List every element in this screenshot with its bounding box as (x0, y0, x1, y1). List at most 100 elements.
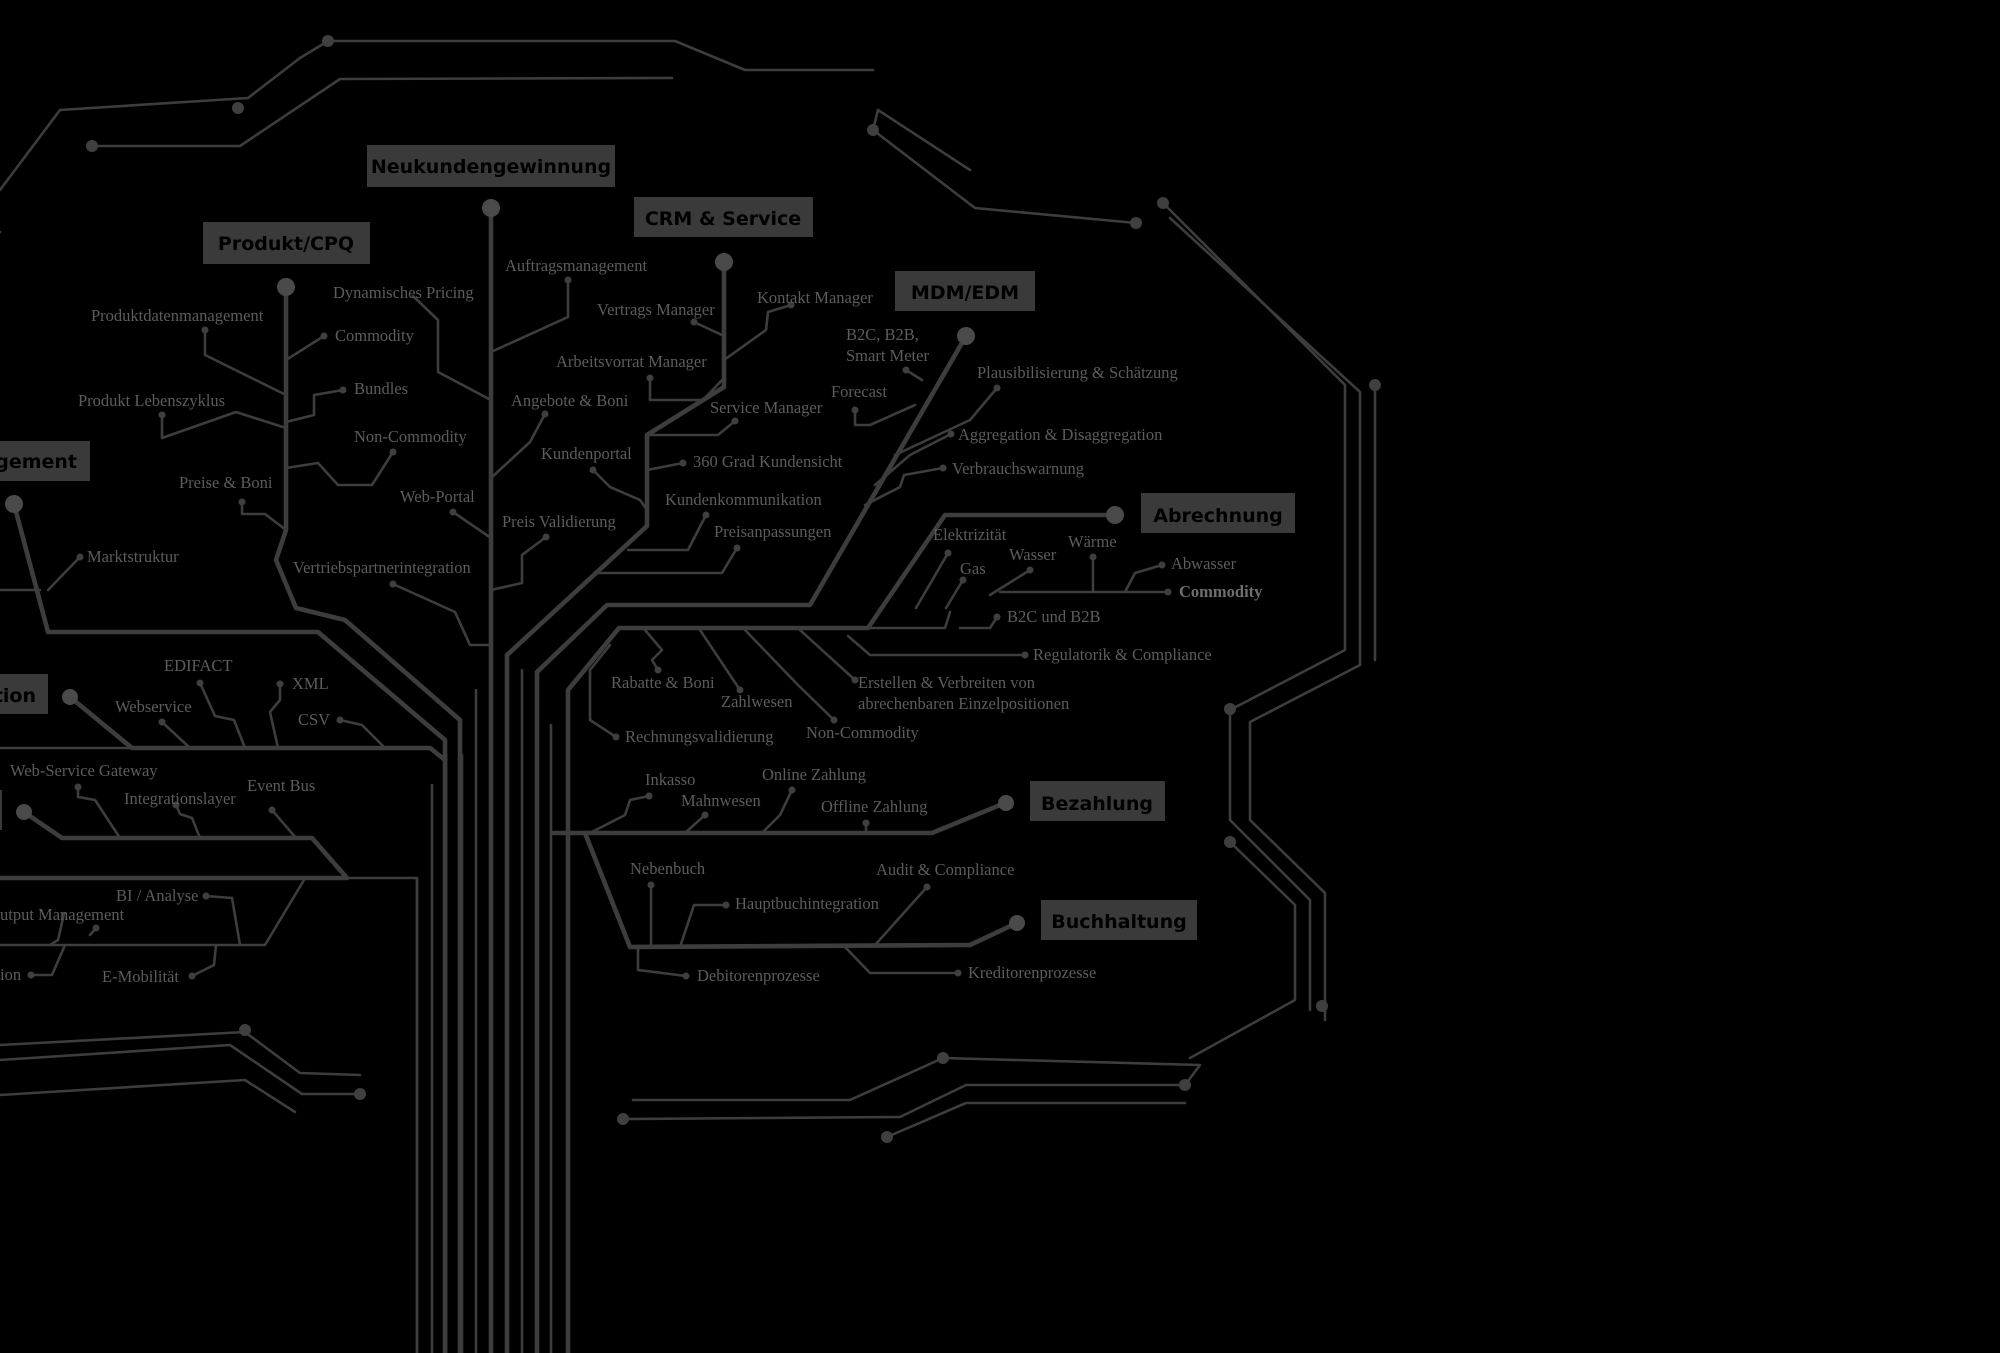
label-zahlwesen: Zahlwesen (721, 692, 792, 711)
label-b2c-und-b2b: B2C und B2B (1007, 607, 1101, 626)
label-bi-analyse: BI / Analyse (116, 886, 199, 905)
node-integration (62, 689, 78, 705)
module-box-integration-2 (0, 790, 2, 830)
label-dynamisches-pricing: Dynamisches Pricing (333, 283, 474, 302)
module-box-abrechnung: Abrechnung (1141, 493, 1295, 533)
label-gas: Gas (960, 559, 986, 578)
management-branches (0, 501, 448, 1353)
label-b2c-b2b: B2C, B2B, (846, 325, 919, 344)
label-waerme: Wärme (1068, 532, 1117, 551)
label-offline-zahlung: Offline Zahlung (821, 797, 927, 816)
label-preise-boni: Preise & Boni (179, 473, 273, 492)
module-box-crm-service: CRM & Service (634, 197, 813, 237)
outer-circuit-traces (0, 35, 1381, 1143)
label-service-manager: Service Manager (710, 398, 823, 417)
label-webservice: Webservice (115, 697, 192, 716)
node-management (5, 495, 23, 513)
label-smart-meter: Smart Meter (846, 346, 929, 365)
label-preisanpassungen: Preisanpassungen (714, 522, 831, 541)
label-arbeitsvorrat-manager: Arbeitsvorrat Manager (556, 352, 707, 371)
label-verbrauchswarnung: Verbrauchswarnung (952, 459, 1084, 478)
node-mdm (957, 327, 975, 345)
module-label: Buchhaltung (1051, 911, 1186, 933)
node-buchhaltung (1009, 915, 1025, 931)
label-non-commodity-2: Non-Commodity (806, 723, 920, 742)
label-erstellen-line1: Erstellen & Verbreiten von (858, 673, 1035, 692)
label-web-portal: Web-Portal (400, 487, 475, 506)
module-label: tion (0, 685, 36, 707)
node-neukunden (482, 199, 500, 217)
node-abrechnung (1106, 506, 1124, 524)
label-commodity: Commodity (335, 326, 415, 345)
label-mahnwesen: Mahnwesen (681, 791, 761, 810)
label-non-commodity: Non-Commodity (354, 427, 468, 446)
bezahlung-branches (550, 786, 1020, 980)
label-auftragsmanagement: Auftragsmanagement (505, 256, 647, 275)
trunk-traces (415, 205, 553, 1353)
label-nebenbuch: Nebenbuch (630, 859, 706, 878)
module-box-produkt-cpq: Produkt/CPQ (203, 222, 370, 264)
module-label: Abrechnung (1153, 505, 1283, 527)
module-label: Bezahlung (1041, 793, 1153, 815)
label-rechnungsvalidierung: Rechnungsvalidierung (625, 727, 773, 746)
label-vertriebspartnerintegration: Vertriebspartnerintegration (293, 558, 471, 577)
label-csv: CSV (298, 710, 330, 729)
label-erstellen-line2: abrechenbaren Einzelpositionen (858, 694, 1069, 713)
label-bundles: Bundles (354, 379, 408, 398)
module-box-buchhaltung: Buchhaltung (1041, 900, 1197, 940)
label-rabatte-boni: Rabatte & Boni (611, 673, 715, 692)
label-kontakt-manager: Kontakt Manager (757, 288, 873, 307)
label-e-mobilitaet: E-Mobilität (102, 967, 179, 986)
label-marktstruktur: Marktstruktur (87, 547, 179, 566)
label-plausibilisierung: Plausibilisierung & Schätzung (977, 363, 1178, 382)
label-regulatorik: Regulatorik & Compliance (1033, 645, 1212, 664)
label-event-bus: Event Bus (247, 776, 315, 795)
label-xml: XML (292, 674, 329, 693)
node-crm (715, 253, 733, 271)
module-label: Neukundengewinnung (371, 156, 611, 178)
abrechnung-branches (565, 512, 1172, 1353)
label-audit-compliance: Audit & Compliance (876, 860, 1014, 879)
label-aggregation: Aggregation & Disaggregation (958, 425, 1162, 444)
label-inkasso: Inkasso (645, 770, 695, 789)
label-elektrizitaet: Elektrizität (933, 525, 1007, 544)
solder-nodes (5, 199, 1124, 931)
node-bezahlung (998, 795, 1014, 811)
module-box-management: agement (0, 441, 90, 481)
module-label: MDM/EDM (911, 282, 1019, 304)
module-box-neukundengewinnung: Neukundengewinnung (367, 145, 615, 187)
module-box-bezahlung: Bezahlung (1030, 781, 1165, 821)
node-integration-2 (16, 804, 32, 820)
neukunden-branches (389, 276, 572, 647)
module-label: CRM & Service (645, 208, 801, 230)
label-forecast: Forecast (831, 382, 887, 401)
produkt-branches (158, 284, 463, 1353)
label-angebote-boni: Angebote & Boni (511, 391, 629, 410)
label-debitorenprozesse: Debitorenprozesse (697, 966, 820, 985)
label-web-service-gateway: Web-Service Gateway (10, 761, 158, 780)
label-ion: ion (0, 965, 21, 984)
label-integrationslayer: Integrationslayer (124, 789, 236, 808)
label-preis-validierung: Preis Validierung (502, 512, 616, 531)
integration-branches (0, 679, 448, 1353)
module-box-integration: tion (0, 674, 48, 714)
label-edifact: EDIFACT (164, 656, 232, 675)
label-output-management: utput Management (0, 905, 125, 924)
label-produkt-lebenszyklus: Produkt Lebenszyklus (78, 391, 225, 410)
label-abwasser: Abwasser (1171, 554, 1237, 573)
label-commodity-bold: Commodity (1179, 582, 1263, 601)
feature-labels: Auftragsmanagement Dynamisches Pricing P… (0, 256, 1263, 986)
label-produktdatenmanagement: Produktdatenmanagement (91, 306, 264, 325)
label-online-zahlung: Online Zahlung (762, 765, 866, 784)
crm-branches (504, 259, 795, 658)
label-kreditorenprozesse: Kreditorenprozesse (968, 963, 1096, 982)
label-vertrags-manager: Vertrags Manager (597, 300, 715, 319)
node-produkt (277, 278, 295, 296)
mdm-branches (534, 333, 1001, 1353)
label-hauptbuchintegration: Hauptbuchintegration (735, 894, 879, 913)
label-kundenkommunikation: Kundenkommunikation (665, 490, 822, 509)
label-360-grad-kundensicht: 360 Grad Kundensicht (693, 452, 843, 471)
label-wasser: Wasser (1009, 545, 1057, 564)
